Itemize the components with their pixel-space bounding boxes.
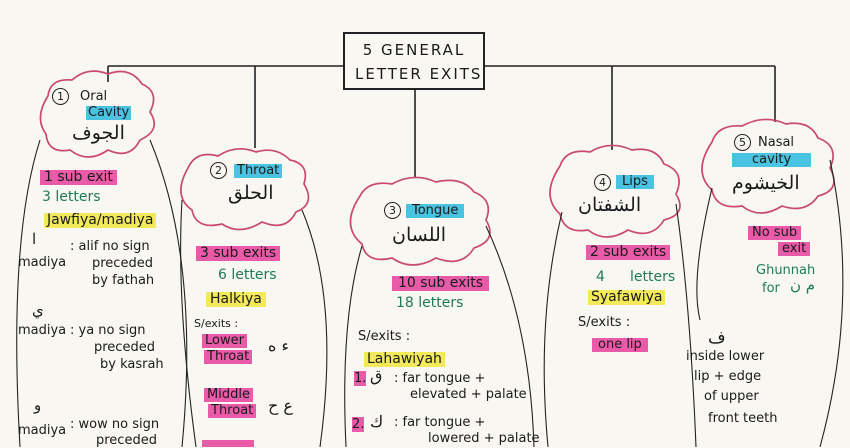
throat-term: Halkiya <box>206 292 266 307</box>
throat-arabic: الحلق <box>228 182 274 204</box>
oral-item1-text2: preceded <box>92 256 153 271</box>
tongue-letters: 18 letters <box>396 295 464 311</box>
oral-item2-arabic: ي <box>32 301 44 319</box>
oral-item2-label: madiya <box>18 323 67 338</box>
tongue-arabic: اللسان <box>392 224 447 246</box>
title-line-1: 5 GENERAL <box>362 41 466 59</box>
oral-letters: 3 letters <box>42 189 101 205</box>
oral-item2-text3: by kasrah <box>100 357 164 372</box>
throat-exit2-arabic: ع ح <box>268 396 293 415</box>
tongue-item2-arabic: ك <box>370 412 384 431</box>
nasal-ghunnah: Ghunnah <box>756 263 816 278</box>
tongue-item2-line1: : far tongue + <box>394 415 486 430</box>
oral-name-1: Oral <box>80 89 108 104</box>
lips-desc-1: inside lower <box>686 349 765 364</box>
tongue-name: Tongue <box>406 204 465 218</box>
title-line-2: LETTER EXITS <box>355 65 483 83</box>
tongue-number: 3 <box>384 202 404 219</box>
oral-name-2: Cavity <box>86 105 132 120</box>
nasal-number: 5 <box>734 134 754 151</box>
oral-arabic: الجوف <box>72 122 125 144</box>
nasal-sub-line1: No sub <box>748 226 802 240</box>
oral-item3-text2: preceded <box>96 433 157 448</box>
throat-exit2-line2: Throat <box>208 404 257 418</box>
nasal-sub-line2: exit <box>778 242 811 256</box>
lips-subexits-label: S/exits : <box>578 315 631 330</box>
throat-exit2-line1: Middle <box>204 388 253 402</box>
tongue-item2-number: 2. <box>352 417 365 432</box>
oral-item3-label: madiya <box>18 423 67 438</box>
lips-term: Syafawiya <box>588 290 666 305</box>
tongue-term: Lahawiyah <box>364 352 445 367</box>
oral-item2-text1: : ya no sign <box>70 323 146 338</box>
tongue-item1-line1: : far tongue + <box>394 371 486 386</box>
throat-exit1-line1: Lower <box>202 334 247 348</box>
throat-exit3-highlight <box>202 440 254 447</box>
nasal-name-2: cavity <box>732 153 812 167</box>
throat-name: Throat <box>234 164 283 178</box>
tongue-sub-exits: 10 sub exits <box>392 276 490 291</box>
tongue-item1-line2: elevated + palate <box>410 387 527 402</box>
branch-curves <box>16 139 844 447</box>
lips-desc-4: front teeth <box>708 411 778 426</box>
nasal-for-arabic: م ن <box>790 276 816 294</box>
throat-exit1-arabic: ء ه <box>268 336 289 355</box>
nasal-for: for <box>762 281 780 296</box>
tongue-item1-number: 1. <box>354 371 367 386</box>
lips-number: 4 <box>594 174 614 191</box>
throat-letters: 6 letters <box>218 267 277 283</box>
cloud-outlines <box>39 70 835 266</box>
oral-item1-arabic: ا <box>32 230 37 248</box>
oral-sub-exit: 1 sub exit <box>40 170 117 185</box>
throat-sub-exits: 3 sub exits <box>196 246 281 261</box>
lips-desc-2: lip + edge <box>694 369 762 384</box>
nasal-name-1: Nasal <box>758 135 795 150</box>
oral-term: Jawfiya/madiya <box>44 213 157 228</box>
oral-item3-arabic: و <box>34 396 42 414</box>
oral-number: 1 <box>52 88 72 105</box>
tongue-subexits-label: S/exits : <box>358 329 411 344</box>
lips-one-lip: one lip <box>592 338 648 352</box>
lips-name: Lips <box>616 175 654 189</box>
throat-exit1-line2: Throat <box>204 350 253 364</box>
lips-one-lip-arabic: ف <box>708 328 726 348</box>
lips-arabic: الشفتان <box>578 194 642 216</box>
oral-item1-text1: : alif no sign <box>70 239 150 254</box>
lips-sub-exits: 2 sub exits <box>586 245 671 260</box>
oral-item3-text1: : wow no sign <box>70 417 160 432</box>
lips-letters-number: 4 <box>596 269 605 285</box>
tongue-item1-arabic: ق <box>370 366 383 385</box>
oral-item1-label: madiya <box>18 255 67 270</box>
oral-item2-text2: preceded <box>94 340 155 355</box>
lips-letters: letters <box>630 269 676 285</box>
nasal-arabic: الخيشوم <box>732 172 800 194</box>
oral-item1-text3: by fathah <box>92 273 155 288</box>
throat-number: 2 <box>210 162 230 179</box>
throat-subexits-label: S/exits : <box>194 317 239 330</box>
tongue-item2-line2: lowered + palate <box>428 431 540 446</box>
lips-desc-3: of upper <box>704 389 759 404</box>
main-title: 5 GENERAL LETTER EXITS <box>343 32 485 90</box>
